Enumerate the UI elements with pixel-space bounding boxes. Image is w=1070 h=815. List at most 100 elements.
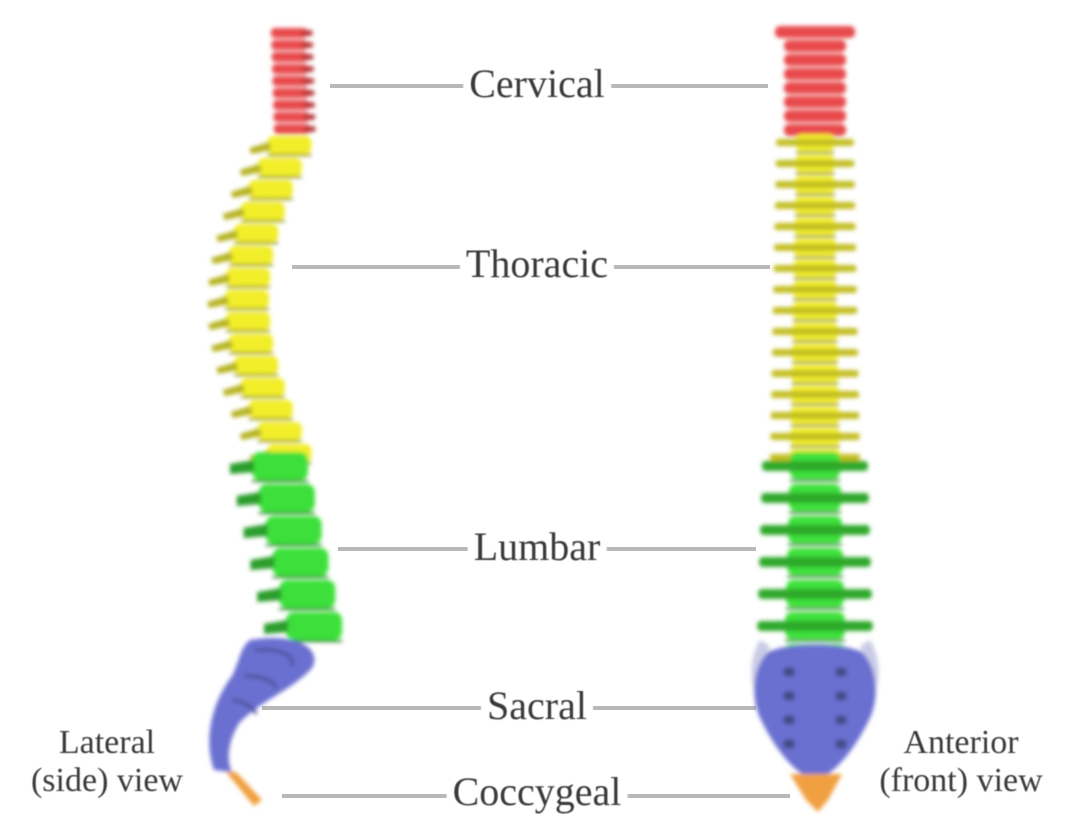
label-sacral: Sacral (481, 686, 593, 726)
lateral-cervical-process (303, 102, 315, 108)
anterior-thoracic-process (774, 244, 856, 251)
lateral-thoracic-vertebra (234, 224, 278, 242)
anterior-thoracic-process (771, 412, 860, 419)
anterior-thoracic-process (770, 433, 860, 440)
lateral-thoracic-vertebra (267, 136, 311, 154)
lateral-lumbar-vertebra (252, 452, 308, 480)
lateral-lumbar-process (250, 556, 274, 570)
label-coccygeal: Coccygeal (447, 772, 628, 812)
lateral-lumbar-vertebra (279, 580, 335, 608)
lateral-thoracic-vertebra (225, 290, 269, 308)
lateral-thoracic-vertebra (249, 400, 293, 418)
anterior-lumbar-process (758, 589, 872, 599)
anterior-view-line1: Anterior (858, 724, 1064, 762)
lateral-thoracic-process (240, 428, 262, 440)
anterior-thoracic-process (775, 202, 856, 209)
lateral-thoracic-vertebra (241, 202, 285, 220)
lateral-lumbar-vertebra (266, 516, 322, 544)
anterior-thoracic-process (771, 370, 858, 377)
anterior-thoracic-process (776, 160, 855, 167)
anterior-thoracic-process (775, 181, 855, 188)
lateral-lumbar-vertebra (272, 548, 328, 576)
anterior-cervical-vertebra (784, 40, 846, 52)
lateral-thoracic-process (223, 208, 245, 220)
lateral-cervical-process (303, 114, 315, 120)
lateral-lumbar-vertebra (286, 612, 342, 640)
anterior-sacral-foramen (783, 739, 795, 749)
anterior-cervical-vertebra (784, 82, 846, 94)
lateral-thoracic-vertebra (249, 180, 293, 198)
anterior-thoracic-process (776, 139, 854, 146)
lateral-lumbar-process (230, 460, 254, 474)
anterior-sacral-foramen (783, 691, 795, 701)
anterior-thoracic-process (773, 286, 857, 293)
lateral-thoracic-vertebra (226, 312, 270, 330)
label-cervical: Cervical (463, 64, 611, 104)
anterior-cervical-vertebra (784, 110, 846, 122)
anterior-sacral-foramen (783, 715, 795, 725)
anterior-thoracic-process (772, 328, 858, 335)
anterior-cervical-vertebra (784, 96, 846, 108)
lateral-view-line2: (side) view (12, 762, 202, 800)
lateral-cervical-process (302, 54, 314, 60)
lateral-thoracic-process (208, 274, 230, 286)
anterior-cervical-vertebra (775, 26, 855, 38)
lateral-thoracic-vertebra (241, 378, 285, 396)
anterior-view-caption: Anterior (front) view (858, 724, 1064, 800)
anterior-spine (751, 26, 878, 812)
lateral-cervical-process (301, 42, 313, 48)
lateral-thoracic-vertebra (226, 268, 270, 286)
lateral-thoracic-process (216, 362, 238, 374)
anterior-lumbar-process (757, 621, 873, 631)
lateral-spine (207, 28, 342, 806)
lateral-cervical-process (302, 78, 314, 84)
anterior-cervical-vertebra (784, 68, 846, 80)
anterior-cervical-vertebra (784, 54, 846, 66)
lateral-thoracic-vertebra (234, 356, 278, 374)
lateral-thoracic-process (207, 296, 229, 308)
anterior-sacral-foramen (783, 667, 795, 677)
lateral-thoracic-vertebra (258, 158, 302, 176)
anterior-lumbar-process (762, 461, 868, 471)
lateral-thoracic-process (211, 252, 233, 264)
anterior-sacral-foramen (835, 739, 847, 749)
lateral-thoracic-process (231, 186, 253, 198)
lateral-lumbar-process (264, 620, 288, 634)
lateral-cervical-process (304, 126, 316, 132)
lateral-coccyx (226, 772, 262, 806)
anterior-thoracic-process (772, 349, 858, 356)
anterior-coccyx (790, 774, 842, 812)
lateral-sacrum (209, 638, 314, 772)
anterior-thoracic-process (774, 223, 855, 230)
lateral-cervical-process (303, 90, 315, 96)
anterior-sacral-foramen (835, 691, 847, 701)
anterior-thoracic-process (773, 265, 856, 272)
label-lumbar: Lumbar (468, 527, 607, 567)
lateral-thoracic-vertebra (229, 246, 273, 264)
anterior-thoracic-process (773, 307, 858, 314)
lateral-lumbar-process (257, 588, 281, 602)
lateral-cervical-process (301, 30, 313, 36)
lateral-thoracic-process (249, 142, 271, 154)
lateral-thoracic-process (211, 340, 233, 352)
label-thoracic: Thoracic (460, 244, 614, 284)
anterior-sacral-foramen (835, 667, 847, 677)
anterior-lumbar-process (761, 493, 869, 503)
lateral-cervical-process (302, 66, 314, 72)
lateral-thoracic-process (216, 230, 238, 242)
lateral-thoracic-process (231, 406, 253, 418)
anterior-lumbar-process (760, 525, 870, 535)
anterior-thoracic-process (771, 391, 859, 398)
lateral-view-caption: Lateral (side) view (12, 724, 202, 800)
anterior-sacral-foramen (835, 715, 847, 725)
lateral-thoracic-vertebra (229, 334, 273, 352)
lateral-view-line1: Lateral (12, 724, 202, 762)
lateral-thoracic-vertebra (258, 422, 302, 440)
lateral-lumbar-process (237, 492, 261, 506)
anterior-lumbar-process (759, 557, 871, 567)
lateral-lumbar-vertebra (259, 484, 315, 512)
lateral-lumbar-process (244, 524, 268, 538)
anterior-view-line2: (front) view (858, 762, 1064, 800)
lateral-thoracic-process (208, 318, 230, 330)
